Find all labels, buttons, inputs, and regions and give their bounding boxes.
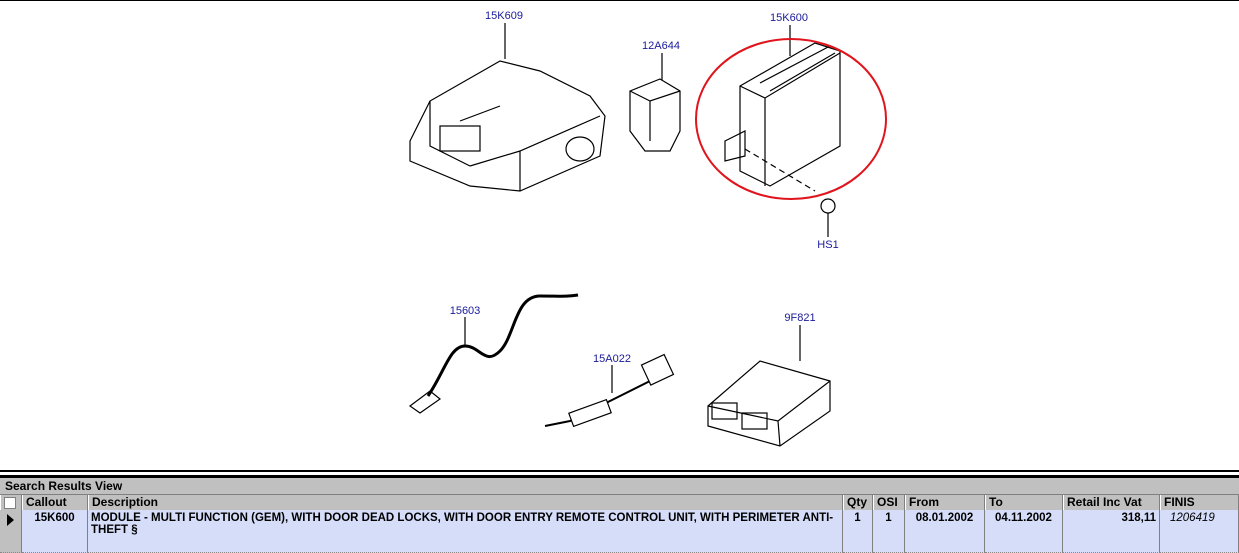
part-12A644-drawing xyxy=(629,53,681,152)
cell-description: MODULE - MULTI FUNCTION (GEM), WITH DOOR… xyxy=(88,510,843,553)
callout-HS1[interactable]: HS1 xyxy=(817,239,839,251)
cell-to: 04.11.2002 xyxy=(985,510,1063,553)
highlight-circle xyxy=(695,38,887,200)
parts-illustration xyxy=(408,23,887,447)
select-all-checkbox[interactable] xyxy=(0,495,22,510)
part-15K609-drawing xyxy=(409,23,606,192)
col-finis[interactable]: FINIS xyxy=(1160,495,1239,510)
table-header: Callout Description Qty OSI From To Reta… xyxy=(0,495,1239,510)
callout-15603[interactable]: 15603 xyxy=(449,305,481,317)
part-15603-drawing xyxy=(408,293,579,414)
callout-9F821[interactable]: 9F821 xyxy=(784,312,816,324)
cell-qty: 1 xyxy=(843,510,873,553)
callout-15A022[interactable]: 15A022 xyxy=(593,353,631,365)
col-to[interactable]: To xyxy=(985,495,1063,510)
current-row-arrow-icon xyxy=(7,514,14,526)
callout-12A644[interactable]: 12A644 xyxy=(642,40,680,52)
search-results-panel: Search Results View Callout Description … xyxy=(0,478,1239,553)
part-9F821-drawing xyxy=(707,325,831,447)
callout-15K609[interactable]: 15K609 xyxy=(485,10,523,22)
cell-finis: 1206419 xyxy=(1160,510,1239,553)
part-15K600-drawing xyxy=(724,25,841,237)
cell-retail: 318,11 xyxy=(1063,510,1160,553)
row-selector[interactable] xyxy=(0,510,22,553)
col-description[interactable]: Description xyxy=(88,495,843,510)
panel-title: Search Results View xyxy=(0,478,1239,495)
parts-diagram: 15K609 12A644 15K600 HS1 15603 15A022 9F… xyxy=(0,0,1239,447)
cell-osi: 1 xyxy=(873,510,905,553)
col-callout[interactable]: Callout xyxy=(22,495,88,510)
callout-15K600[interactable]: 15K600 xyxy=(770,12,808,24)
table-row[interactable]: 15K600 MODULE - MULTI FUNCTION (GEM), WI… xyxy=(0,510,1239,553)
col-retail[interactable]: Retail Inc Vat xyxy=(1063,495,1160,510)
col-osi[interactable]: OSI xyxy=(873,495,905,510)
cell-from: 08.01.2002 xyxy=(905,510,985,553)
col-from[interactable]: From xyxy=(905,495,985,510)
cell-callout: 15K600 xyxy=(22,510,88,553)
part-15A022-drawing xyxy=(544,353,675,428)
splitter[interactable] xyxy=(0,470,1239,478)
col-qty[interactable]: Qty xyxy=(843,495,873,510)
